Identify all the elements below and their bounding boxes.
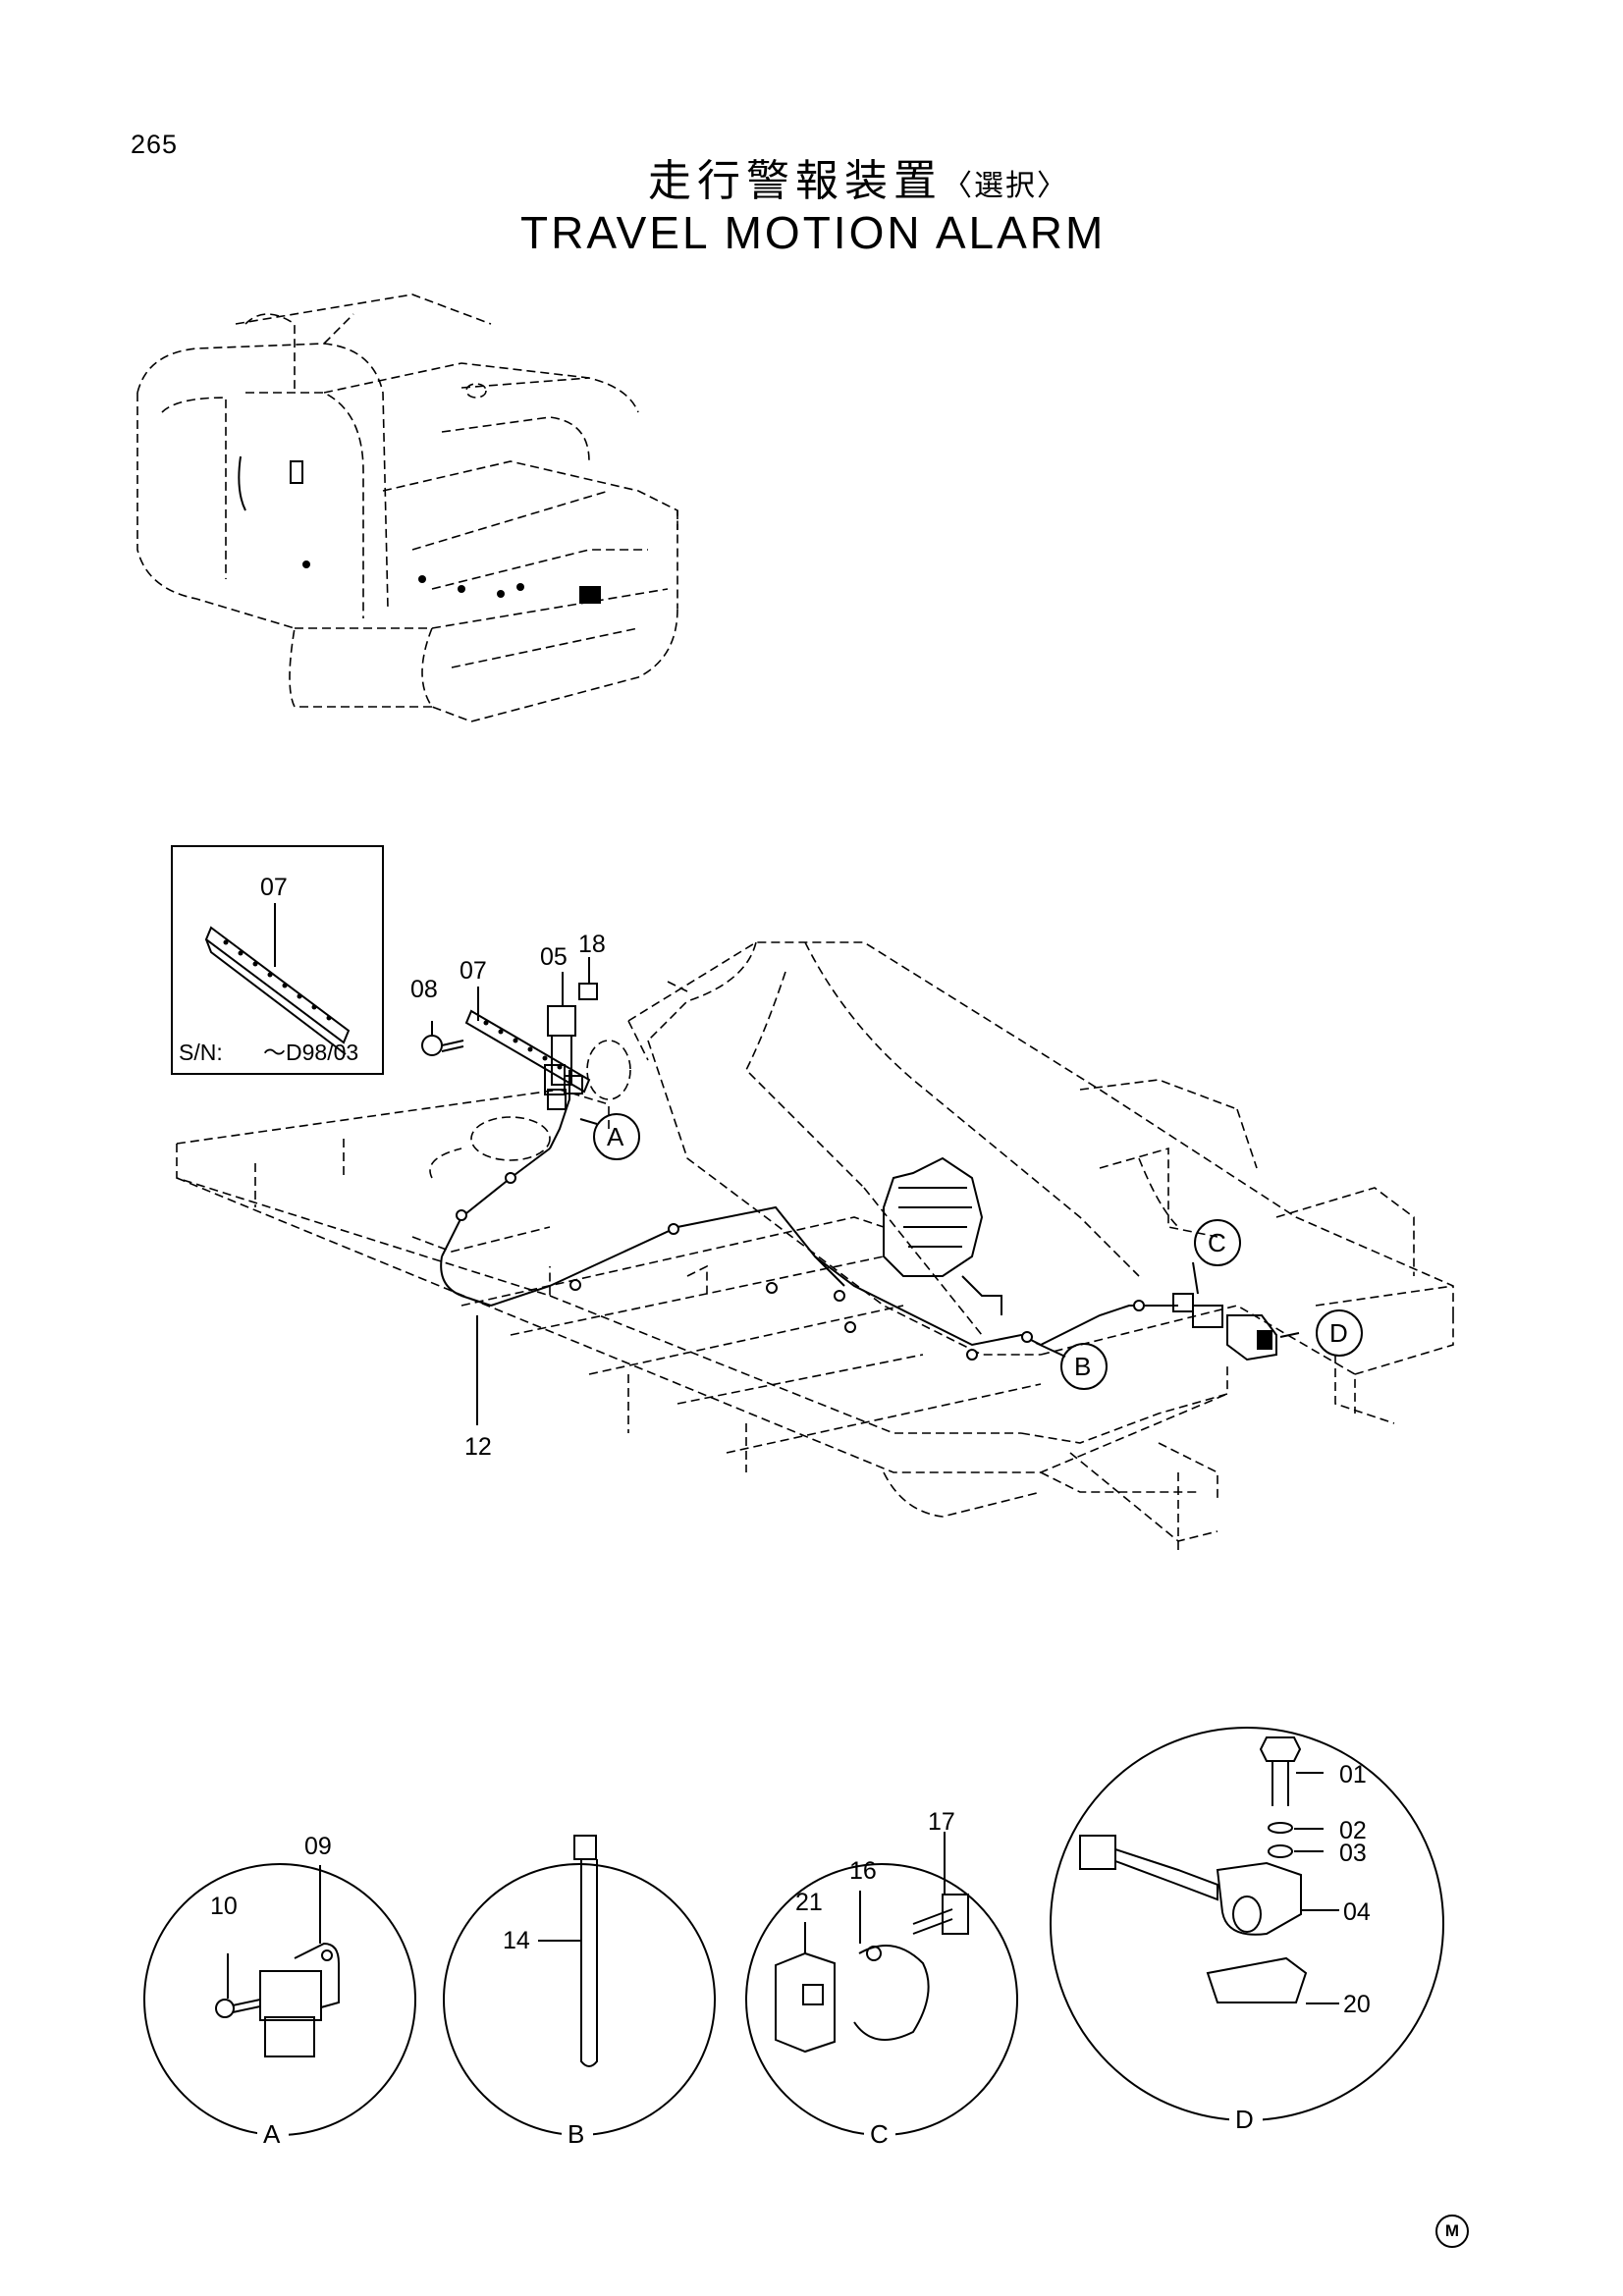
title-japanese-text: 走行警報装置 <box>648 156 943 206</box>
detail-c-callout-21: 21 <box>795 1889 823 1916</box>
detail-a-callout-09: 09 <box>304 1833 332 1860</box>
detail-view-c: 17 16 21 C <box>745 1808 1018 2152</box>
view-bubble-b-label: B <box>1074 1352 1091 1381</box>
view-bubble-c-label: C <box>1208 1228 1226 1257</box>
callout-05: 05 <box>540 943 568 971</box>
detail-view-d: 01 02 03 04 20 D <box>1050 1727 1444 2138</box>
callout-18: 18 <box>578 931 606 958</box>
inset-serial-range: ～D98/03 <box>263 1040 358 1065</box>
view-bubble-d-label: D <box>1329 1318 1348 1348</box>
detail-view-a: 09 10 A <box>143 1833 416 2152</box>
detail-c-label: C <box>870 2119 889 2149</box>
wire-harness-illustration <box>421 957 1300 1425</box>
detail-a-label: A <box>263 2119 281 2149</box>
view-bubble-d: D <box>1316 1309 1363 1357</box>
view-bubble-b: B <box>1060 1343 1108 1390</box>
detail-b-callout-14: 14 <box>503 1927 530 1954</box>
inset-serial-prefix: S/N: <box>179 1040 223 1065</box>
callout-12: 12 <box>464 1433 492 1461</box>
detail-view-b: 14 B <box>443 1835 716 2152</box>
detail-d-callout-01: 01 <box>1339 1761 1367 1789</box>
detail-c-callout-16: 16 <box>849 1857 877 1885</box>
detail-d-label: D <box>1235 2105 1254 2134</box>
detail-d-callout-03: 03 <box>1339 1840 1367 1867</box>
excavator-upper-body-illustration <box>136 294 678 722</box>
title-english: TRAVEL MOTION ALARM <box>520 207 1107 258</box>
detail-d-callout-02: 02 <box>1339 1817 1367 1844</box>
inset-part-label: 07 <box>260 874 288 901</box>
view-bubble-a-label: A <box>607 1122 624 1151</box>
callout-08: 08 <box>410 976 438 1003</box>
detail-c-callout-17: 17 <box>928 1808 955 1836</box>
detail-d-callout-04: 04 <box>1343 1898 1371 1926</box>
detail-b-label: B <box>568 2119 584 2149</box>
view-bubble-a: A <box>593 1113 640 1160</box>
detail-d-callout-20: 20 <box>1343 1991 1371 2018</box>
view-bubble-c: C <box>1194 1219 1241 1266</box>
page-number: 265 <box>131 130 179 159</box>
undercarriage-frame-illustration <box>176 941 1454 1551</box>
title-japanese: 走行警報装置〈選択〉 <box>648 145 1068 208</box>
detail-a-callout-10: 10 <box>210 1893 238 1920</box>
manufacturer-mark-icon: M <box>1435 2215 1469 2248</box>
callout-07: 07 <box>460 957 487 985</box>
title-japanese-note: 〈選択〉 <box>943 169 1068 203</box>
serial-number-inset: 07 S/N: ～D98/03 <box>171 845 384 1075</box>
